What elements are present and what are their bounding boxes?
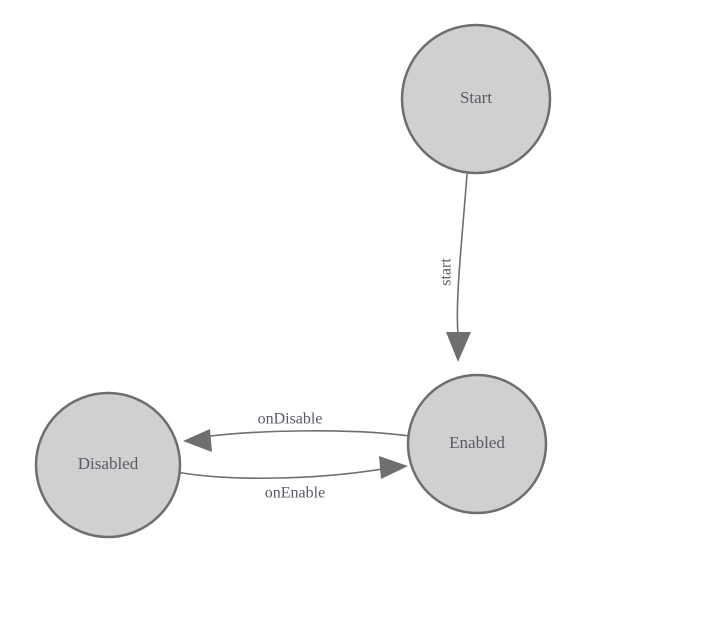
node-layer: Start Enabled Disabled xyxy=(34,23,552,539)
edge-start-path xyxy=(456,173,468,334)
edge-on-enable-arrowhead-icon xyxy=(379,456,408,479)
edge-layer: start onDisable onEnable xyxy=(175,173,471,502)
state-node-enabled[interactable]: Enabled xyxy=(406,373,548,515)
state-node-enabled-circle[interactable] xyxy=(406,373,548,515)
edge-start-label: start xyxy=(438,258,455,286)
state-node-disabled[interactable]: Disabled xyxy=(34,391,182,539)
edge-on-enable[interactable]: onEnable xyxy=(175,456,408,502)
edge-on-enable-path xyxy=(175,467,389,480)
state-node-start-circle[interactable] xyxy=(400,23,552,175)
state-node-start-label: Start xyxy=(460,88,492,107)
edge-on-enable-label: onEnable xyxy=(265,485,325,502)
state-node-start[interactable]: Start xyxy=(400,23,552,175)
edge-start[interactable]: start xyxy=(438,173,471,362)
state-node-disabled-label: Disabled xyxy=(78,454,139,473)
edge-on-disable-path xyxy=(202,430,411,438)
state-node-enabled-label: Enabled xyxy=(449,433,505,452)
edge-on-disable-label: onDisable xyxy=(258,411,323,428)
state-node-disabled-circle[interactable] xyxy=(34,391,182,539)
edge-start-arrowhead-icon xyxy=(446,332,471,362)
edge-on-disable[interactable]: onDisable xyxy=(183,411,411,452)
edge-on-disable-arrowhead-icon xyxy=(183,429,212,452)
